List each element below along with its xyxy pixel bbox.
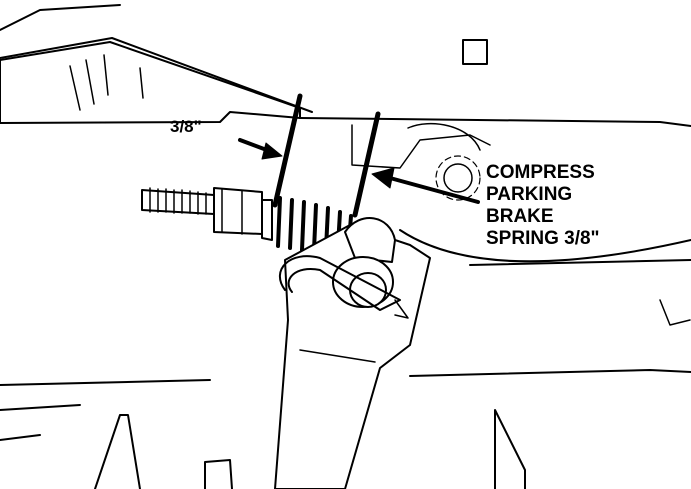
callout-text: COMPRESS PARKING BRAKE SPRING 3/8" (486, 162, 600, 250)
callout-line-2: PARKING (486, 184, 573, 205)
callout-line-3: BRAKE (486, 206, 554, 227)
square-tab (462, 39, 488, 65)
panel-hatching (69, 54, 144, 111)
bolt-ring (435, 155, 481, 201)
arm-crease (299, 349, 376, 363)
callout-line-1: COMPRESS (486, 162, 595, 183)
bolt-head (443, 163, 473, 193)
dimension-bar-right (352, 111, 381, 218)
frame-left-edge (0, 4, 121, 31)
threaded-rod (141, 187, 215, 215)
dimension-label: 3/8" (170, 117, 202, 136)
callout-line-4: SPRING 3/8" (486, 228, 600, 249)
housing-bracket-inner (407, 122, 481, 151)
housing-edge-top (0, 37, 313, 113)
housing-lower-curve (399, 229, 691, 263)
dimension-bar-left (272, 93, 303, 208)
hairpin-clip (279, 255, 401, 311)
housing-panel-right (299, 117, 691, 127)
dimension-arrow (238, 138, 283, 160)
adjust-nut (213, 187, 263, 235)
housing-bracket (351, 124, 491, 169)
bracket-left-bottom (94, 414, 141, 489)
bracket-right-bottom (494, 409, 526, 489)
arm-block (344, 217, 396, 263)
slot-left (204, 459, 233, 489)
callout-arrow (371, 167, 480, 204)
washer (261, 199, 273, 241)
frame-lower (0, 379, 211, 386)
housing-panel-left (0, 41, 301, 124)
housing-lower-edge (469, 259, 691, 266)
